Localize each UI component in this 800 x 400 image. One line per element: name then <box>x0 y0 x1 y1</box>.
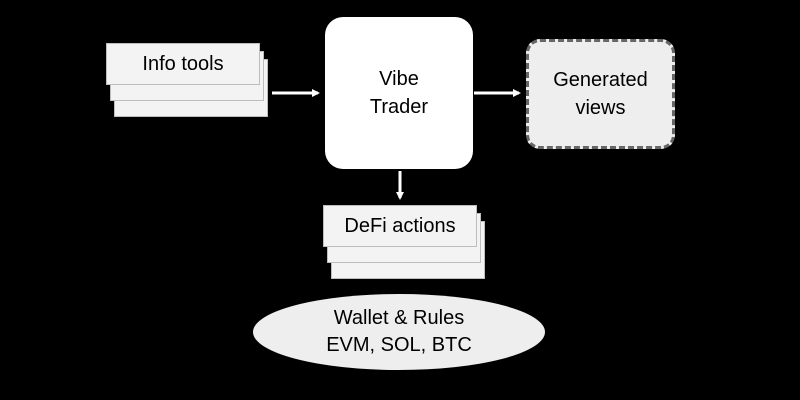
vibe-trader-label-line2: Trader <box>369 96 429 118</box>
wallet-label-line2: EVM, SOL, BTC <box>326 334 472 356</box>
generated-views-label-line1: Generated <box>553 69 648 91</box>
info-tools-label: Info tools <box>142 52 224 75</box>
defi-actions-label: DeFi actions <box>344 214 456 237</box>
vibe-trader-label-line1: Vibe <box>379 68 419 90</box>
defi-actions-card: DeFi actions <box>323 205 477 247</box>
wallet-label-line1: Wallet & Rules <box>333 307 465 329</box>
wallet-rules-ellipse: Wallet & Rules EVM, SOL, BTC <box>253 294 545 370</box>
info-tools-card: Info tools <box>106 43 260 85</box>
generated-views-box: Generated views <box>526 39 675 149</box>
generated-views-label-line2: views <box>575 97 626 119</box>
vibe-trader-box: Vibe Trader <box>325 17 473 169</box>
